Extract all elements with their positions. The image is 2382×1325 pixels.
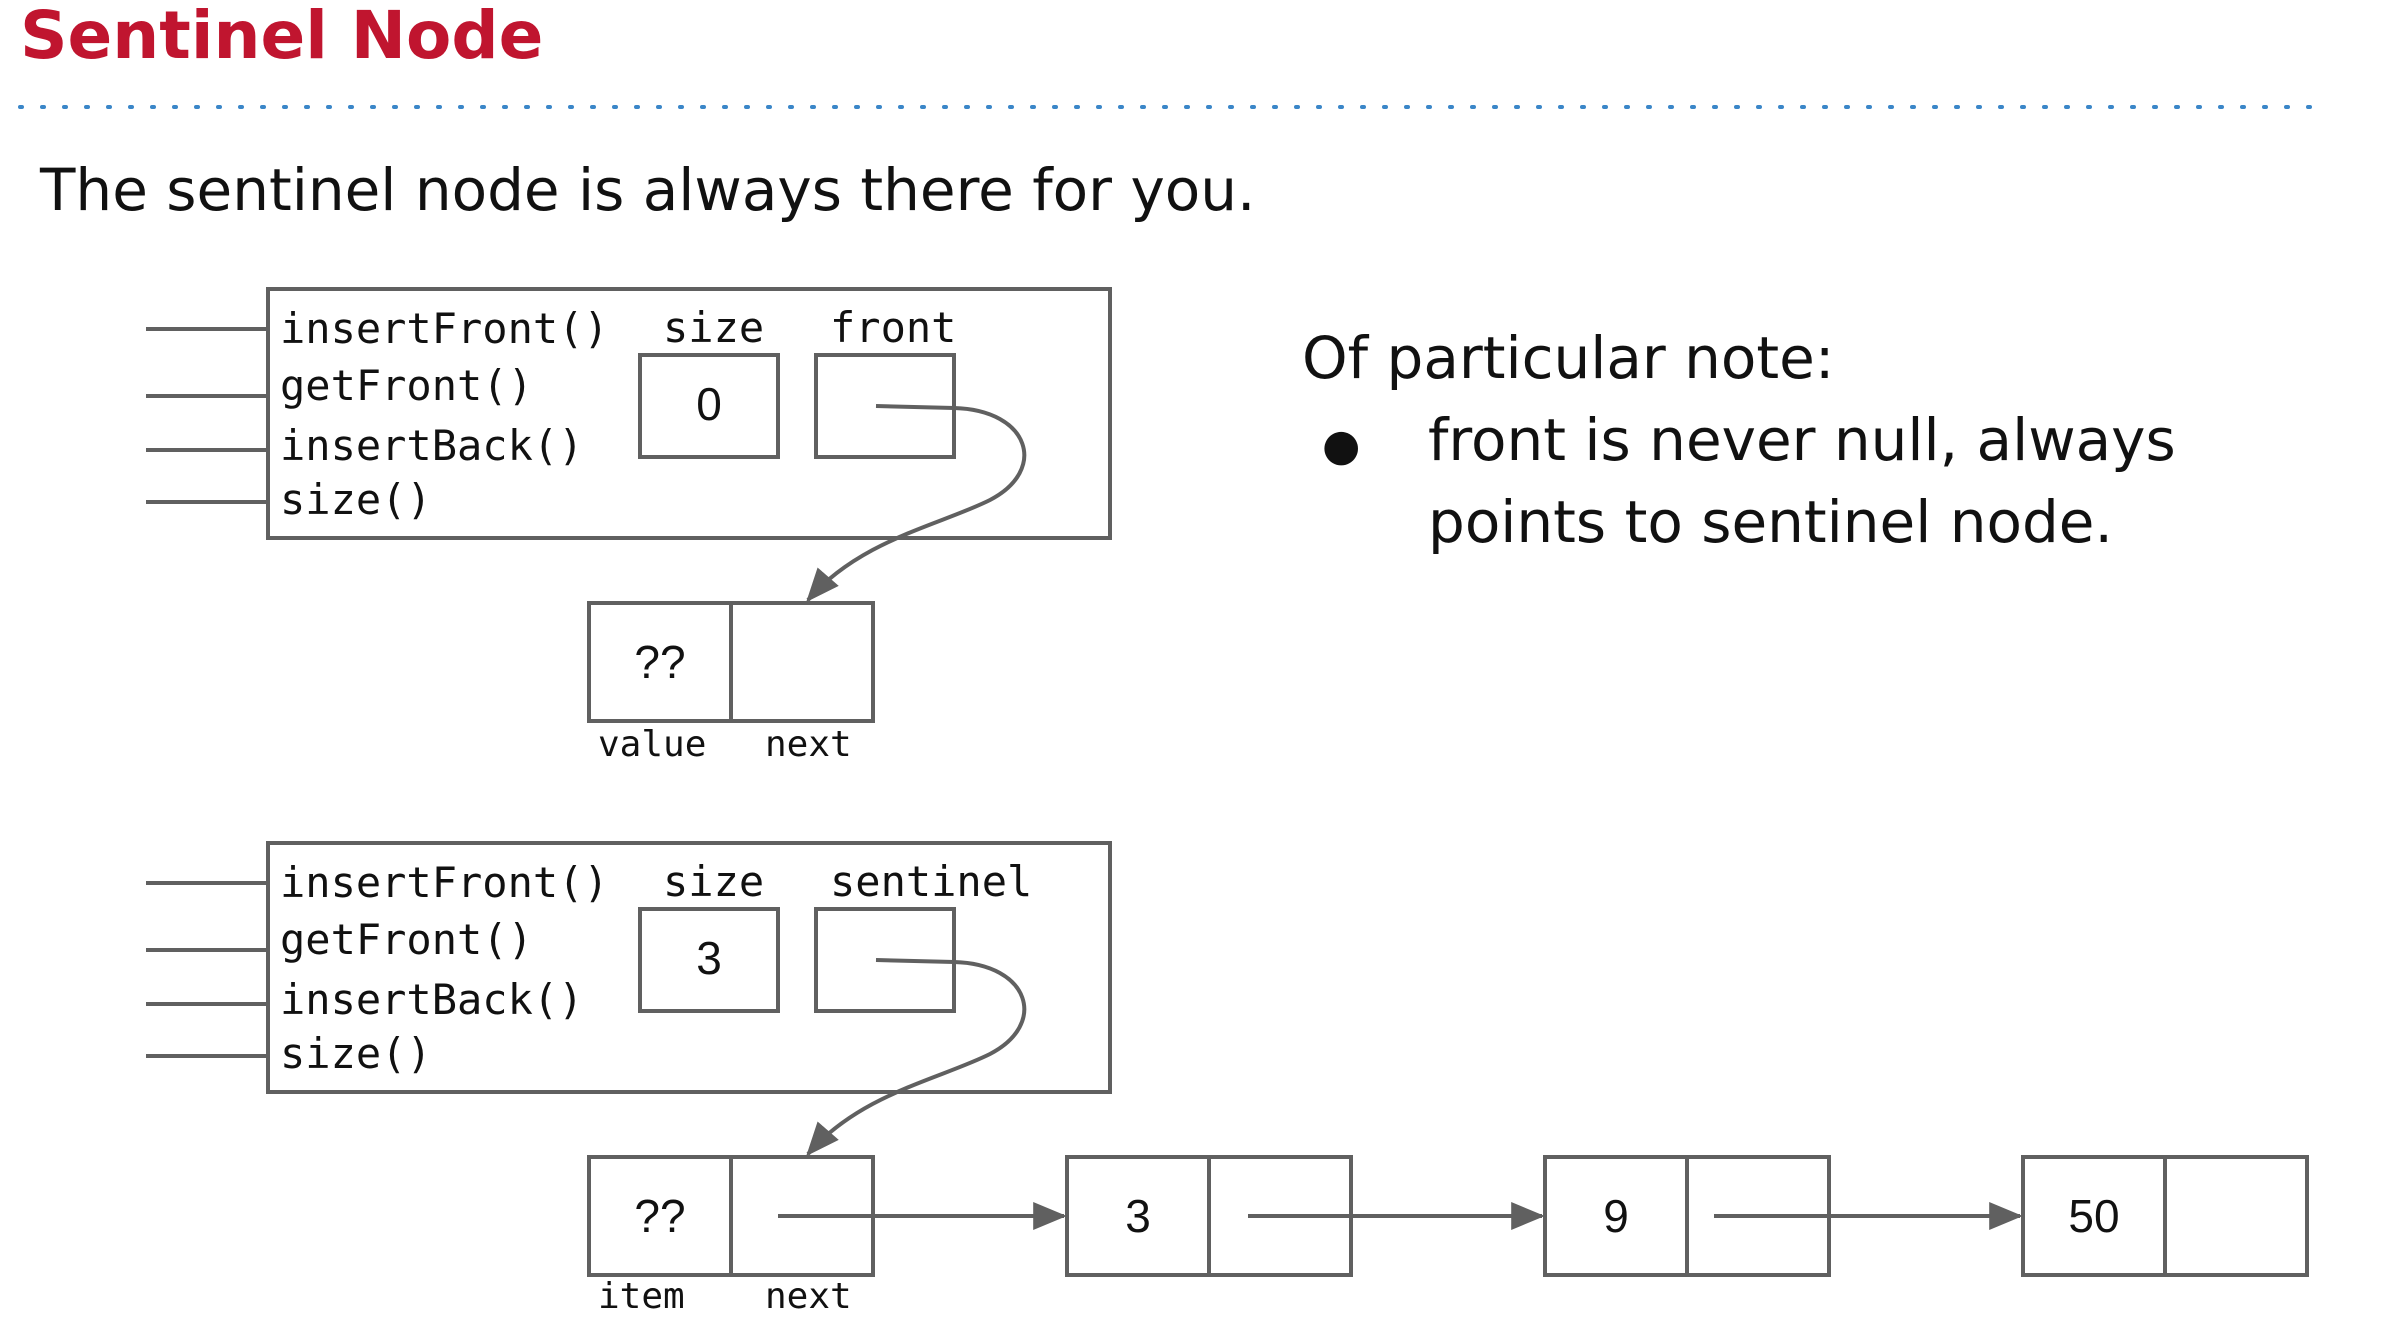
bottom-method-getfront: getFront() (280, 915, 533, 964)
list-node-3-value: 50 (2068, 1190, 2119, 1242)
sentinel-node-next-label: next (765, 1276, 852, 1317)
bottom-sentinel-pointer-arrow (806, 958, 1027, 1157)
bottom-method-size: size() (280, 1029, 432, 1078)
top-size-label: size (663, 303, 764, 352)
bottom-diagram: insertFront() getFront() insertBack() si… (146, 841, 2309, 1317)
sentinel-node-value: ?? (634, 1190, 685, 1242)
sentinel-node-item-label: item (598, 1276, 685, 1317)
bottom-size-value: 3 (696, 932, 722, 984)
list-node-2-value: 9 (1603, 1190, 1629, 1242)
bottom-list-object-box (266, 841, 1112, 1094)
top-method-insertfront: insertFront() (280, 304, 609, 353)
slide-title: Sentinel Node (20, 0, 543, 74)
top-size-value: 0 (696, 378, 722, 430)
bottom-size-box (638, 907, 780, 1013)
bullet-line-2: points to sentinel node. (1428, 488, 2113, 556)
top-node-value-label: value (598, 724, 706, 765)
top-node-next-label: next (765, 724, 852, 765)
top-method-insertback: insertBack() (280, 421, 583, 470)
top-method-size: size() (280, 475, 432, 524)
bullet-symbol: ● (1322, 420, 1360, 471)
top-front-pointer-arrow (806, 404, 1027, 603)
top-size-box (638, 353, 780, 459)
slide-subtitle: The sentinel node is always there for yo… (39, 156, 1255, 224)
top-pointer-label: front (830, 303, 956, 352)
top-node-next-cell (729, 601, 875, 723)
list-node-3-next-cell (2163, 1155, 2309, 1277)
bottom-size-label: size (663, 857, 764, 906)
bullet-line-1: front is never null, always (1428, 406, 2176, 474)
list-node-1-value: 3 (1125, 1190, 1151, 1242)
bottom-pointer-label: sentinel (830, 857, 1032, 906)
top-list-object-box (266, 287, 1112, 540)
note-heading: Of particular note: (1302, 324, 1834, 392)
bottom-method-insertfront: insertFront() (280, 858, 609, 907)
top-method-getfront: getFront() (280, 361, 533, 410)
bottom-method-insertback: insertBack() (280, 975, 583, 1024)
top-diagram: insertFront() getFront() insertBack() si… (146, 287, 1112, 765)
top-node-value: ?? (634, 636, 685, 688)
